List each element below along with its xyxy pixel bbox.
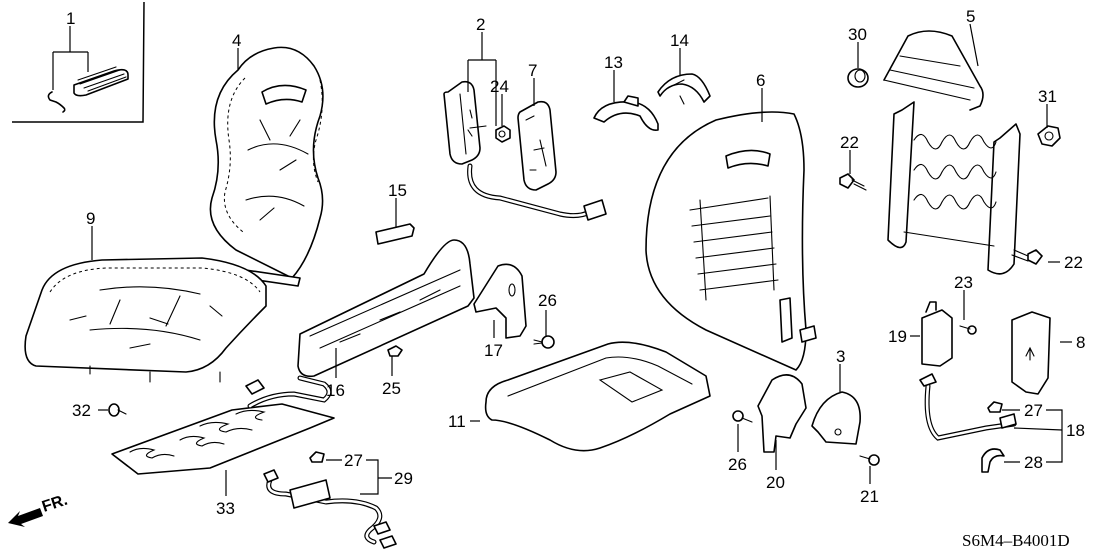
part-14-headrest-bezel[interactable]	[657, 73, 711, 105]
callout-labels: 1 4 2 24 7 13 14 6 30 5 31 22 22 9 15 16…	[66, 7, 1085, 518]
part-3-recliner-cover-outer[interactable]	[811, 391, 861, 445]
part-30-bushing[interactable]	[847, 68, 869, 88]
callout-9[interactable]: 9	[86, 209, 95, 228]
part-20-recliner-bracket[interactable]	[757, 374, 807, 453]
callout-3[interactable]: 3	[836, 347, 845, 366]
part-28-band-clip[interactable]	[981, 448, 1005, 473]
part-5-seatback-frame[interactable]	[883, 30, 1021, 275]
callout-11[interactable]: 11	[448, 412, 466, 431]
part-11-cushion-pad[interactable]	[484, 341, 711, 452]
callout-19[interactable]: 19	[888, 327, 907, 346]
callout-13[interactable]: 13	[604, 53, 623, 72]
callout-16[interactable]: 16	[326, 381, 345, 400]
callout-17[interactable]: 17	[484, 341, 503, 360]
callout-4[interactable]: 4	[232, 31, 241, 50]
part-8-side-cover[interactable]	[1011, 311, 1051, 395]
part-21-screw[interactable]	[859, 454, 880, 466]
callout-14[interactable]: 14	[670, 31, 689, 50]
part-23-screw[interactable]	[959, 325, 977, 335]
part-22-bolt-lower[interactable]	[1011, 249, 1043, 265]
diagram-code: S6M4–B4001D	[962, 531, 1070, 550]
part-19-control-unit[interactable]	[921, 301, 953, 367]
callout-1[interactable]: 1	[66, 9, 75, 28]
part-32-clip[interactable]	[108, 403, 127, 417]
part-13-headrest-guide[interactable]	[593, 95, 659, 132]
part-7-escutcheon[interactable]	[517, 100, 557, 191]
callout-26-upper[interactable]: 26	[538, 291, 557, 310]
callout-31[interactable]: 31	[1038, 87, 1057, 106]
part-4-seatback-cover[interactable]	[209, 46, 324, 287]
part-1-clips[interactable]	[47, 26, 129, 113]
callout-26-lower[interactable]: 26	[728, 455, 747, 474]
part-26-bolt-lower[interactable]	[732, 410, 753, 423]
part-16-side-trim[interactable]	[297, 239, 475, 378]
callout-33[interactable]: 33	[216, 499, 235, 518]
callout-24[interactable]: 24	[490, 77, 509, 96]
callout-8[interactable]: 8	[1076, 333, 1085, 352]
callout-27-left[interactable]: 27	[344, 451, 363, 470]
part-18-wire-harness[interactable]	[919, 373, 1017, 441]
callout-7[interactable]: 7	[528, 61, 537, 80]
part-15-lever-knob[interactable]	[375, 223, 415, 245]
callout-15[interactable]: 15	[388, 181, 407, 200]
front-direction-indicator: FR.	[8, 492, 70, 527]
callout-22-upper[interactable]: 22	[840, 133, 859, 152]
part-31-nut[interactable]	[1037, 125, 1061, 147]
part-22-bolt-upper[interactable]	[839, 173, 867, 191]
front-label: FR.	[40, 492, 70, 516]
part-9-cushion-cover[interactable]	[24, 257, 267, 383]
part-25-clip[interactable]	[387, 345, 403, 357]
callout-6[interactable]: 6	[756, 71, 765, 90]
part-27-clip-right[interactable]	[987, 401, 1003, 413]
callout-29[interactable]: 29	[394, 469, 413, 488]
part-26-bolt-upper[interactable]	[533, 335, 555, 349]
callout-2[interactable]: 2	[476, 15, 485, 34]
part-33-seat-heater[interactable]	[111, 375, 335, 475]
part-6-seatback-pad[interactable]	[645, 111, 817, 371]
callout-27-right[interactable]: 27	[1024, 401, 1043, 420]
callout-25[interactable]: 25	[382, 379, 401, 398]
callout-28[interactable]: 28	[1024, 453, 1043, 472]
part-29-heater-harness[interactable]	[263, 469, 397, 549]
part-2-switch-assembly[interactable]	[443, 80, 607, 221]
inset-box	[12, 1, 145, 123]
part-24-nut[interactable]	[495, 125, 511, 143]
callout-5[interactable]: 5	[966, 7, 975, 26]
callout-22-lower[interactable]: 22	[1064, 253, 1083, 272]
part-27-clip-left[interactable]	[309, 451, 325, 463]
callout-20[interactable]: 20	[766, 473, 785, 492]
leader-lines	[91, 23, 1072, 496]
callout-32[interactable]: 32	[72, 401, 91, 420]
callout-18[interactable]: 18	[1066, 421, 1085, 440]
front-arrow-icon	[8, 508, 43, 527]
callout-30[interactable]: 30	[848, 25, 867, 44]
callout-23[interactable]: 23	[954, 273, 973, 292]
part-17-recliner-cover-inner[interactable]	[473, 263, 527, 339]
callout-21[interactable]: 21	[860, 487, 879, 506]
